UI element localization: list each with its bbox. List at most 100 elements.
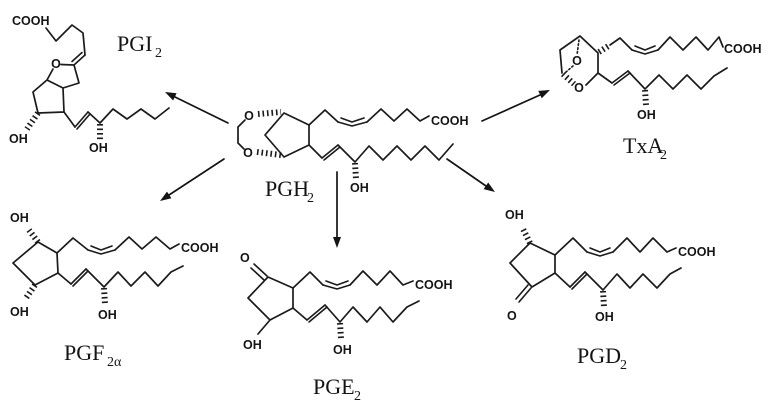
pge2-trans-double-bond xyxy=(306,304,326,321)
pge2-ring-oh-label: OH xyxy=(243,338,262,352)
pge2-label: PGE xyxy=(313,374,355,399)
pgh2-trans-double-bond xyxy=(321,144,339,159)
pgf2a-label: PGF xyxy=(64,340,104,365)
pgd2-ketone-double-bond xyxy=(518,287,532,303)
pgi2-furan-ring xyxy=(46,63,80,89)
pgf2a-oh-hash-bond xyxy=(101,287,108,305)
pgi2-label: PGI xyxy=(117,31,152,56)
pge2-ketone-double-bond xyxy=(253,263,268,277)
txa2-ring-o-inner-label: O xyxy=(572,54,582,68)
pgf2a-trans-double-bond-inner xyxy=(72,270,89,287)
txa2-oxetane-dotted-bond xyxy=(576,39,580,56)
pgh2-hash-bond-top-o xyxy=(257,109,282,117)
arrow-to-pge2 xyxy=(333,171,341,248)
pgh2-upper-chain-end xyxy=(366,108,430,123)
pgi2-carboxyl-chain xyxy=(45,24,86,56)
pge2-chain-oh-label: OH xyxy=(333,343,352,357)
pgh2-hash-bond-bottom-o xyxy=(256,149,282,158)
pgi2-ring-o-label: O xyxy=(51,57,61,71)
pgh2-label: PGH xyxy=(265,176,309,201)
pgf2a-cooh-label: COOH xyxy=(181,241,219,255)
pgf2a-cis-double-bond-inner xyxy=(90,245,113,251)
arrow-to-txa2-head xyxy=(538,90,550,99)
txa2-chain-hash-bond xyxy=(597,42,612,55)
arrow-to-pgi2-line xyxy=(174,96,229,124)
arrow-to-pgf2a-line xyxy=(168,158,225,196)
pgf2a-lower-chain-end xyxy=(85,265,184,288)
pgd2-label: PGD xyxy=(577,343,621,368)
arrow-to-pgf2a xyxy=(160,158,225,201)
pgd2-chain-oh-label: OH xyxy=(595,310,614,324)
txa2-bicyclic-ring xyxy=(559,35,599,86)
txa2-label: TxA xyxy=(623,133,663,158)
txa2-ring-o-bottom-label: O xyxy=(574,81,584,95)
txa2-label-sub: 2 xyxy=(660,148,667,163)
pge2-ring-oh-bond xyxy=(257,319,271,335)
pgd2-upper-chain-end xyxy=(612,237,677,253)
pgh2-cooh-label: COOH xyxy=(431,114,469,128)
pgd2-lower-chain-end xyxy=(584,267,682,291)
pgh2-cis-double-bond-inner xyxy=(340,117,365,123)
pgf2a-upper-chain-start xyxy=(56,237,89,254)
pgf2a-bottom-oh-hash-bond xyxy=(23,283,38,300)
txa2-structure: O O COOH OH TxA 2 xyxy=(559,35,762,163)
txa2-trans-double-bond-inner xyxy=(613,72,631,86)
pgf2a-trans-double-bond xyxy=(70,268,87,285)
pgi2-lower-chain-start xyxy=(63,111,76,128)
arrow-to-pgi2-head xyxy=(165,92,177,101)
pgd2-oh-hash-bond xyxy=(600,290,607,308)
pgd2-cis-double-bond-inner xyxy=(589,247,611,253)
pge2-lower-chain-end xyxy=(324,300,420,323)
pgd2-cis-double-bond xyxy=(586,251,614,257)
pgh2-cyclopentane-ring xyxy=(264,112,310,158)
pgd2-structure: OH O COOH OH PGD 2 xyxy=(505,208,716,373)
arrow-to-pgd2-head xyxy=(483,182,495,192)
pgi2-exocyclic-double-bond-inner xyxy=(71,51,83,63)
arrow-to-pgf2a-head xyxy=(160,191,172,201)
pgf2a-structure: OH OH COOH OH PGF 2α xyxy=(10,211,219,370)
pge2-oh-hash-bond xyxy=(337,322,344,340)
pgh2-o-top-label: O xyxy=(244,109,254,123)
txa2-cooh-label: COOH xyxy=(724,42,762,56)
arrow-to-pgi2 xyxy=(165,92,229,124)
pgi2-ring-oh-label: OH xyxy=(9,132,28,146)
pgi2-label-sub: 2 xyxy=(155,46,162,61)
pgd2-ketone-o-label: O xyxy=(507,309,517,323)
txa2-lower-chain-end xyxy=(627,67,728,90)
txa2-upper-chain-start xyxy=(609,37,633,51)
pgf2a-top-oh-label: OH xyxy=(10,211,29,225)
pgd2-label-sub: 2 xyxy=(620,358,627,373)
pgi2-chain-oh-label: OH xyxy=(89,141,108,155)
pge2-label-sub: 2 xyxy=(354,389,361,404)
txa2-trans-double-bond xyxy=(611,70,629,84)
pgi2-exocyclic-double-bond xyxy=(73,54,86,66)
txa2-lower-chain-start xyxy=(597,72,613,84)
pgi2-lower-chain-end xyxy=(87,107,170,124)
pgd2-ketone-double-bond-inner xyxy=(515,284,529,300)
pgd2-cyclopentane-ring xyxy=(509,242,556,288)
pgi2-cooh-label: COOH xyxy=(12,14,50,28)
pge2-ketone-double-bond-inner xyxy=(250,267,265,281)
pgf2a-lower-chain-start xyxy=(57,272,72,285)
pgf2a-cyclopentane-ring xyxy=(12,241,59,286)
pgf2a-chain-oh-label: OH xyxy=(98,308,117,322)
arrow-to-txa2 xyxy=(481,90,550,122)
pge2-cyclopentane-ring xyxy=(247,276,294,321)
pgh2-o-bottom-label: O xyxy=(243,146,253,160)
txa2-cis-double-bond xyxy=(631,49,659,55)
pgh2-upper-chain-start xyxy=(308,109,339,126)
txa2-ring-hash-bond xyxy=(560,71,577,87)
pgi2-ring-oh-hash-bond xyxy=(24,111,41,131)
pgh2-cis-double-bond xyxy=(337,121,368,127)
pge2-upper-chain-start xyxy=(292,271,324,289)
pge2-structure: O OH COOH OH PGE 2 xyxy=(240,251,453,404)
pgi2-structure: COOH O OH OH PGI 2 xyxy=(9,14,170,155)
pgh2-structure: O O COOH OH PGH 2 xyxy=(237,108,469,206)
pgh2-trans-double-bond-inner xyxy=(323,146,341,161)
pgd2-lower-chain-start xyxy=(554,272,571,288)
pge2-lower-chain-start xyxy=(292,307,308,321)
txa2-upper-chain-end xyxy=(657,36,724,51)
pgh2-lower-chain-end xyxy=(337,143,454,163)
